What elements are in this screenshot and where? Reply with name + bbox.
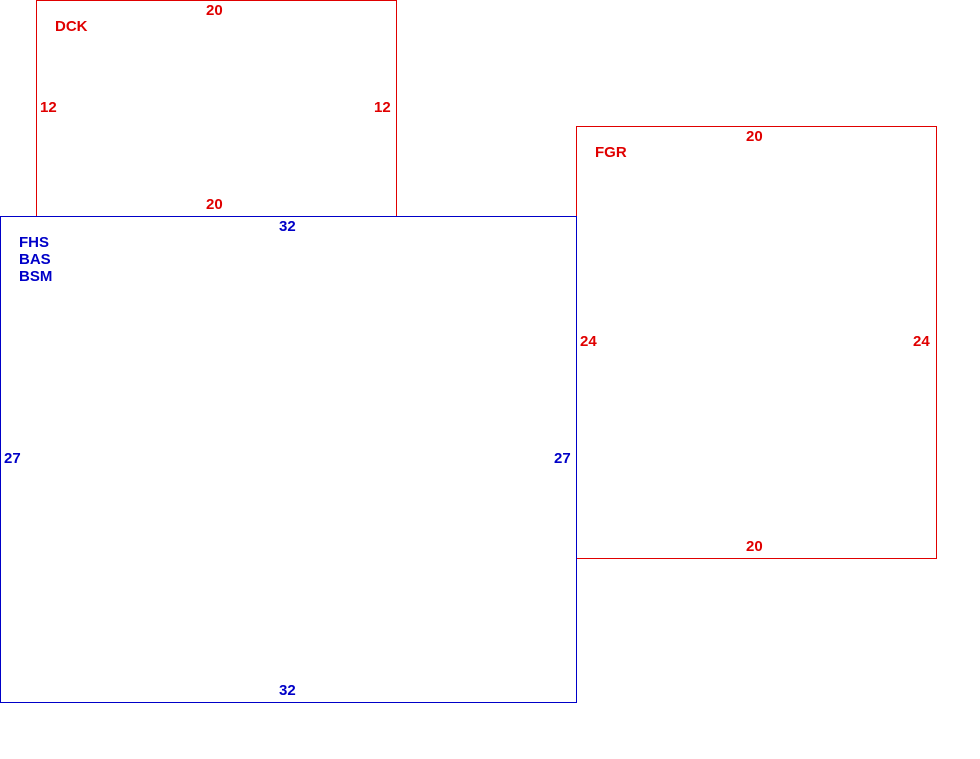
fgr-area-name: FGR — [595, 144, 627, 161]
main-area-outline — [0, 216, 577, 703]
main-left-dimension: 27 — [4, 450, 21, 467]
main-bottom-dimension: 32 — [279, 682, 296, 699]
main-top-dimension: 32 — [279, 218, 296, 235]
main-right-dimension: 27 — [554, 450, 571, 467]
dck-area-outline — [36, 0, 397, 217]
fgr-right-dimension: 24 — [913, 333, 930, 350]
main-area-name-1: FHS — [19, 234, 49, 251]
fgr-left-dimension: 24 — [580, 333, 597, 350]
main-area-name-2: BAS — [19, 251, 51, 268]
fgr-area-outline — [576, 126, 937, 559]
fgr-top-dimension: 20 — [746, 128, 763, 145]
dck-area-name: DCK — [55, 18, 88, 35]
dck-left-dimension: 12 — [40, 99, 57, 116]
fgr-bottom-dimension: 20 — [746, 538, 763, 555]
main-area-name-3: BSM — [19, 268, 53, 285]
dck-right-dimension: 12 — [374, 99, 391, 116]
dck-top-dimension: 20 — [206, 2, 223, 19]
dck-bottom-dimension: 20 — [206, 196, 223, 213]
